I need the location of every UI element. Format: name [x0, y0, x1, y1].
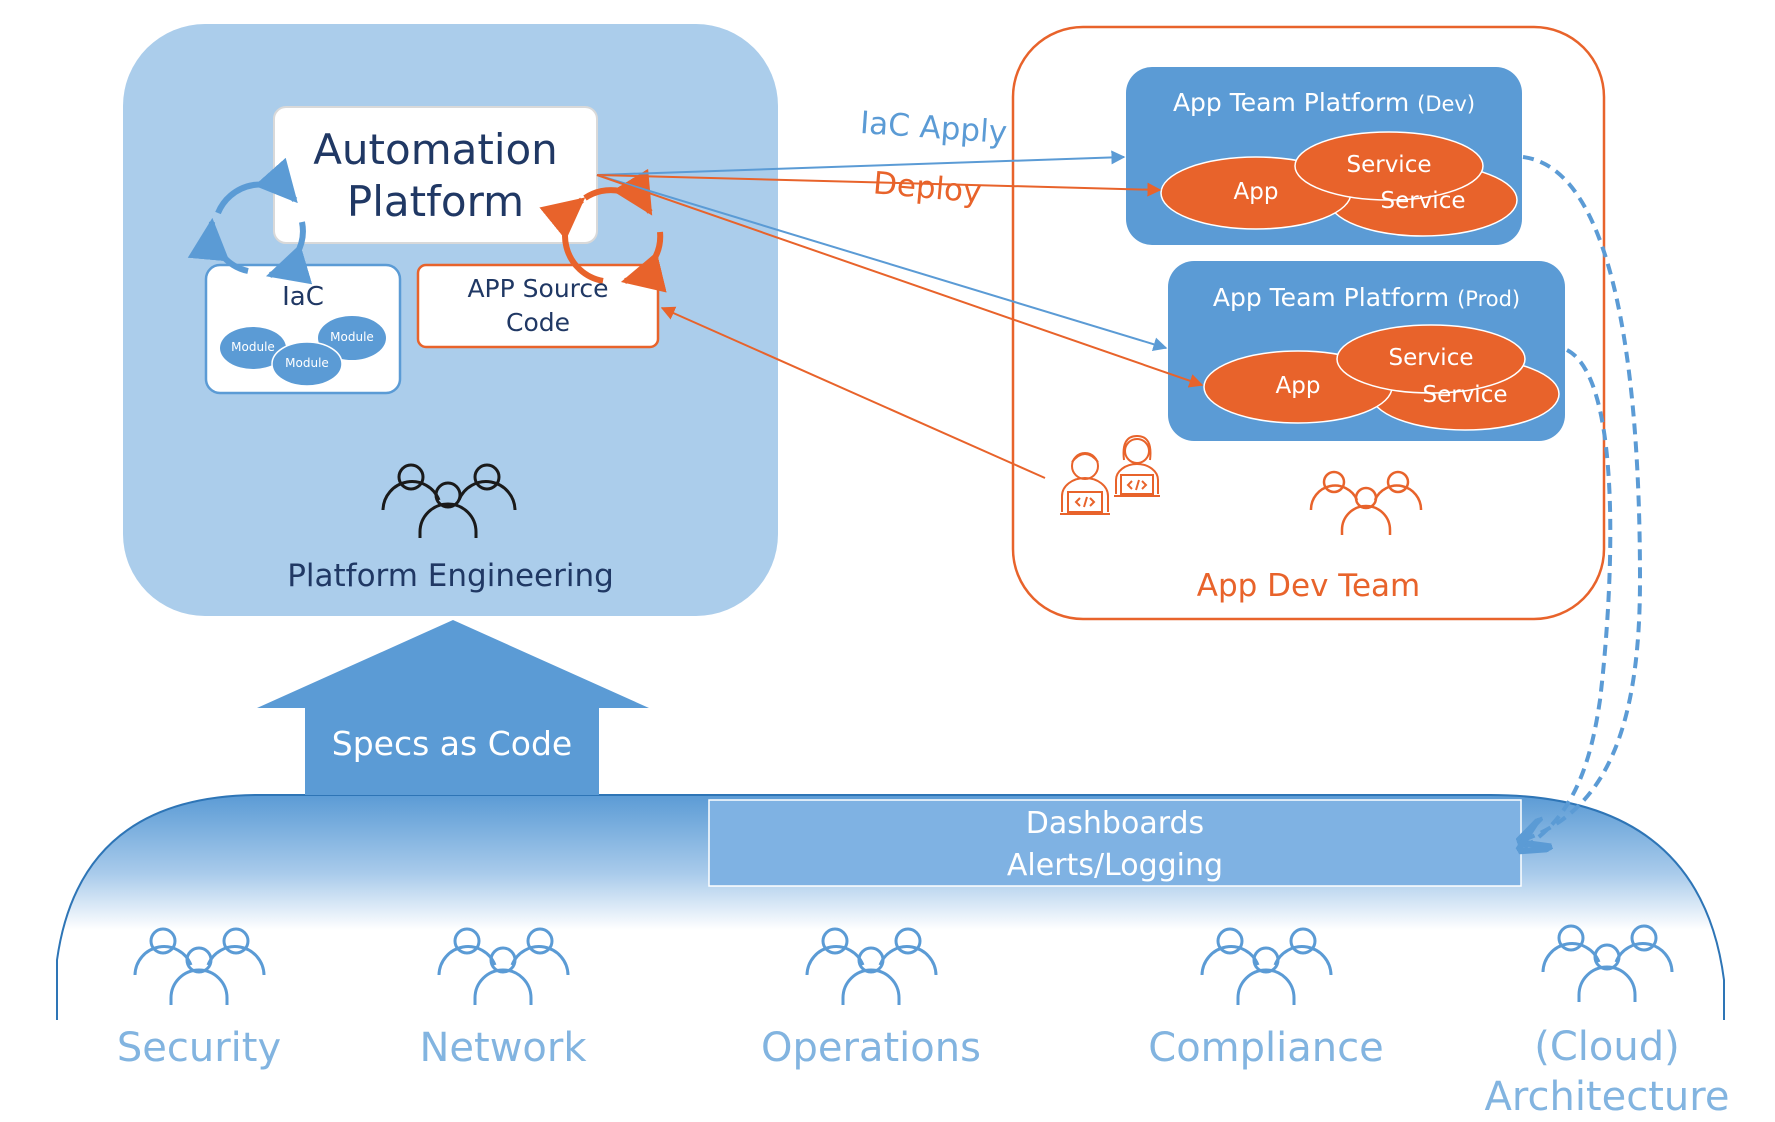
- app-source-code-label: APP Source Code: [467, 274, 609, 337]
- operations-people-icon: [805, 927, 938, 1005]
- dashboards-label: Dashboards Alerts/Logging: [1006, 806, 1224, 883]
- deploy-arrow-prod: [596, 174, 1204, 388]
- dev-service-front-label: Service: [1346, 152, 1432, 178]
- network-people-icon: [437, 927, 570, 1005]
- dashboards-panel: [708, 799, 1522, 887]
- team-label-compliance: Compliance: [1148, 1025, 1384, 1071]
- app-cycle-icon: [539, 168, 667, 293]
- module-label-2: Module: [330, 330, 374, 344]
- prod-service-front-label: Service: [1388, 345, 1474, 371]
- developer-man-icon: [1060, 452, 1110, 515]
- iac-apply-arrow-prod: [596, 174, 1168, 352]
- module-blob-2: [318, 316, 386, 360]
- module-label-3: Module: [285, 356, 329, 370]
- compliance-people-icon: [1200, 927, 1333, 1005]
- module-blob-1: [220, 327, 286, 369]
- app-dev-people-icon: [1309, 470, 1423, 535]
- team-label-architecture: (Cloud) Architecture: [1484, 1024, 1730, 1120]
- dev-service-back-label: Service: [1380, 188, 1466, 214]
- dev-platform-label: App Team Platform (Dev): [1172, 88, 1476, 117]
- architecture-people-icon: [1541, 924, 1674, 1002]
- platform-team-people-icon: [381, 463, 517, 538]
- developer-commit-arrow: [660, 306, 1046, 479]
- app-source-code-box: [416, 263, 660, 349]
- module-blob-3: [271, 341, 343, 387]
- platform-engineering-label: Platform Engineering: [287, 558, 614, 594]
- developer-woman-icon: [1114, 434, 1160, 497]
- iac-label: IaC: [282, 282, 324, 312]
- app-dev-team-label: App Dev Team: [1196, 568, 1421, 604]
- team-label-security: Security: [116, 1025, 282, 1071]
- dev-monitoring-arrow: [1523, 155, 1643, 840]
- prod-service-front: [1336, 324, 1526, 394]
- team-label-network: Network: [419, 1025, 587, 1071]
- specs-arrow: [257, 620, 649, 795]
- team-label-operations: Operations: [761, 1025, 981, 1071]
- deploy-arrow-dev: [596, 174, 1162, 197]
- dev-app-label: App: [1233, 179, 1279, 205]
- prod-monitoring-arrow: [1523, 348, 1613, 848]
- dev-service-front: [1294, 131, 1484, 201]
- prod-service-back-label: Service: [1422, 382, 1508, 408]
- security-people-icon: [133, 927, 266, 1005]
- prod-platform-label: App Team Platform (Prod): [1212, 283, 1521, 312]
- iac-apply-arrow-dev: [596, 150, 1126, 176]
- specs-as-code-label: Specs as Code: [331, 724, 573, 763]
- iac-cycle-icon: [187, 157, 313, 285]
- automation-platform-title: Automation Platform: [313, 125, 558, 226]
- prod-app-label: App: [1275, 373, 1321, 399]
- module-label-1: Module: [231, 340, 275, 354]
